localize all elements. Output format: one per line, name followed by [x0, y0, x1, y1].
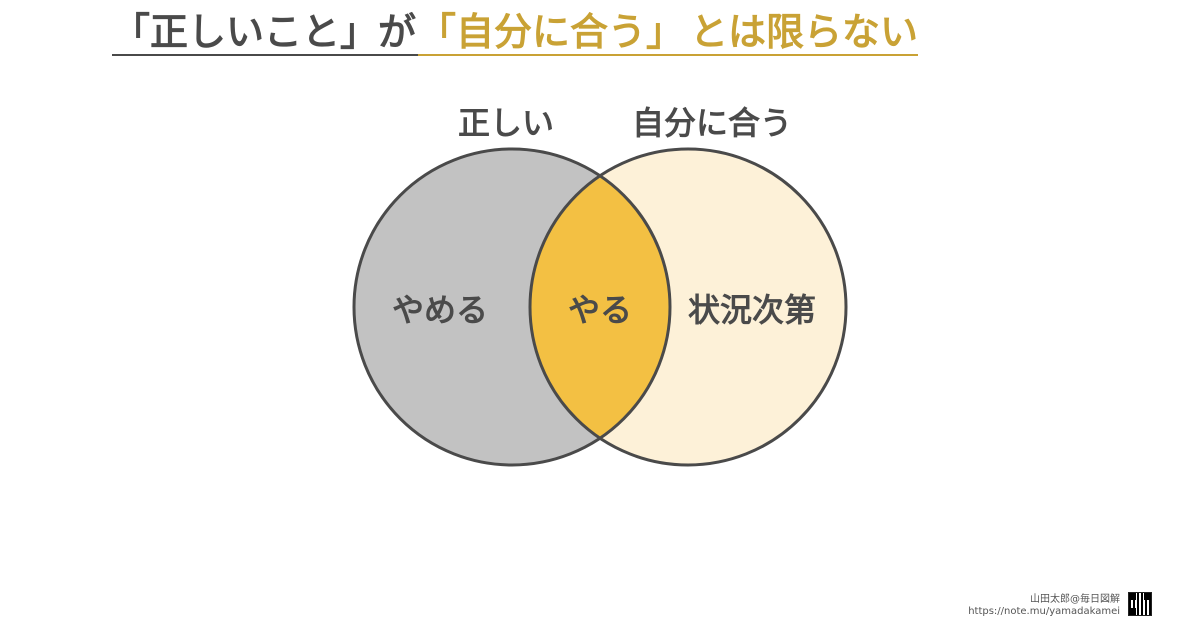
title-part-correct: 「正しいこと」が	[112, 10, 419, 56]
venn-intersection	[530, 149, 670, 465]
footer-url-link[interactable]: https://note.mu/yamadakamei	[968, 606, 1120, 617]
footer-author: 山田太郎@毎日図解	[1030, 594, 1120, 605]
page-title: 「正しいこと」が 「自分に合う」 とは限らない	[112, 10, 919, 60]
title-part-suits-me: 「自分に合う」	[418, 10, 691, 56]
venn-outline-correct	[352, 147, 672, 467]
qr-code-icon	[1128, 592, 1152, 616]
region-label-quit: やめる	[392, 291, 488, 329]
title-part-not-always: とは限らない	[690, 10, 919, 56]
region-label-do: やる	[568, 291, 632, 329]
set-label-correct: 正しい	[458, 104, 555, 142]
set-label-suits-me: 自分に合う	[632, 104, 793, 142]
venn-outline-suits-me	[528, 147, 848, 467]
region-label-depends: 状況次第	[688, 291, 816, 329]
